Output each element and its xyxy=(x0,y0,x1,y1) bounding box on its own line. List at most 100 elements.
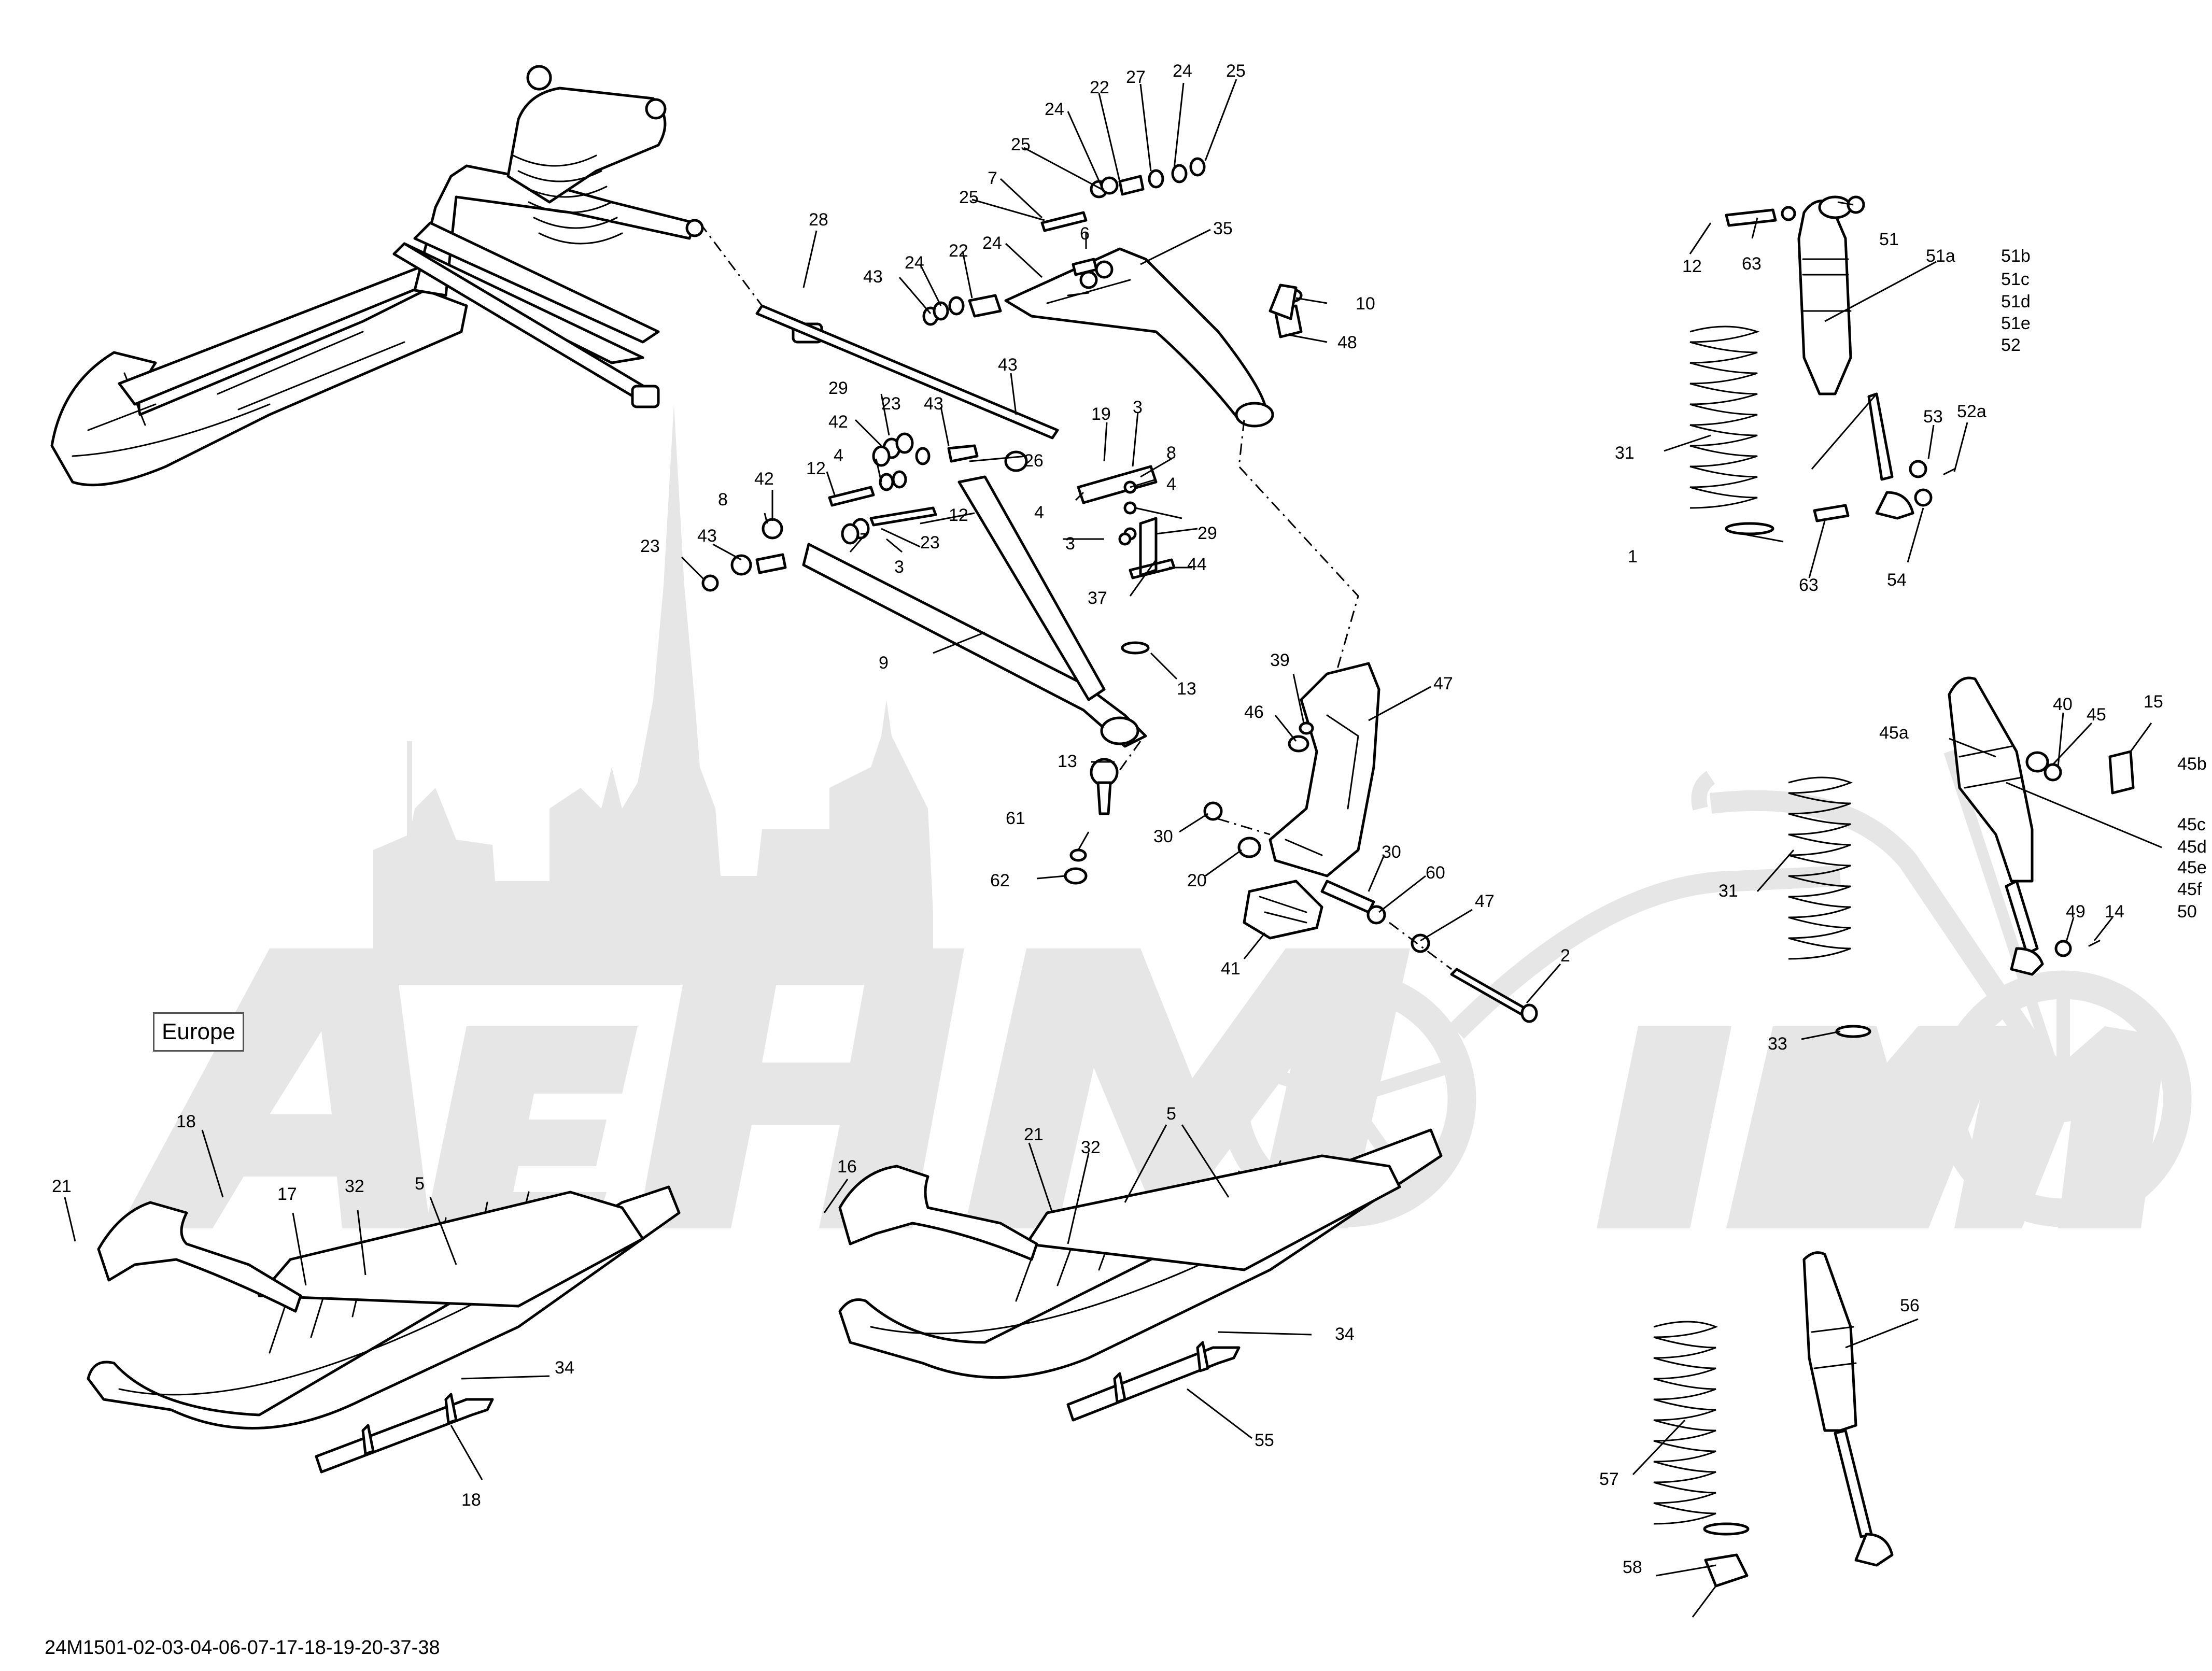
callout-6: 6 xyxy=(1080,224,1090,244)
callout-8: 12 xyxy=(806,459,826,478)
callout-61: 30 xyxy=(1153,827,1173,846)
callout-24: 24 xyxy=(1045,100,1064,119)
callout-45e: 45f xyxy=(2177,880,2202,899)
callout-4: 3 xyxy=(1065,534,1075,554)
callout-12: 63 xyxy=(1742,254,1762,274)
callout-43: 43 xyxy=(863,267,883,287)
callout-51c: 51d xyxy=(2001,292,2031,311)
callout-48: 48 xyxy=(1337,333,1357,352)
callout-63: 51 xyxy=(1879,230,1899,249)
callout-54: 15 xyxy=(2144,692,2163,712)
lower-a-arm xyxy=(802,543,1147,748)
callout-34: 55 xyxy=(1255,1431,1274,1450)
callout-39: 47 xyxy=(1433,674,1453,693)
callout-21: 32 xyxy=(1081,1138,1101,1157)
callout-43: 23 xyxy=(640,536,660,556)
callout-41: 2 xyxy=(1560,946,1570,966)
callout-27: 27 xyxy=(1126,67,1146,87)
callout-51a: 51b xyxy=(2001,246,2031,266)
callout-56: 57 xyxy=(1599,1469,1619,1489)
callout-26: 8 xyxy=(1166,443,1176,463)
callout-52: 31 xyxy=(1615,443,1635,463)
callout-34: 18 xyxy=(461,1490,481,1510)
spring-56 xyxy=(1653,1321,1750,1536)
shock-51-group xyxy=(1725,195,1955,522)
callout-60: 47 xyxy=(1475,891,1495,911)
callout-32: 5 xyxy=(1166,1104,1176,1124)
callout-4: 4 xyxy=(1166,474,1176,494)
callout-63: 54 xyxy=(1887,570,1907,590)
callout-18: 21 xyxy=(52,1177,72,1196)
callout-46: 13 xyxy=(1058,752,1077,771)
callout-3: 29 xyxy=(1197,523,1217,543)
hardware-group xyxy=(701,157,1430,953)
callout-18: 16 xyxy=(837,1157,857,1177)
callout-25: 25 xyxy=(1226,61,1246,81)
callout-16: 21 xyxy=(1024,1125,1044,1144)
shock-45-group xyxy=(1948,676,2135,976)
spring-52 xyxy=(1689,325,1774,535)
callout-35: 35 xyxy=(1213,219,1233,238)
callout-37: 9 xyxy=(879,653,889,673)
callout-10: 10 xyxy=(1356,294,1375,314)
spring-50 xyxy=(1788,776,1871,1038)
callout-32: 5 xyxy=(415,1174,425,1194)
callout-5: 34 xyxy=(1335,1324,1355,1344)
callout-45: 45a xyxy=(1879,723,1909,743)
callout-52a: 1 xyxy=(1628,547,1638,567)
callout-24: 24 xyxy=(905,253,924,273)
callout-40: 45 xyxy=(2087,705,2106,725)
callout-25: 25 xyxy=(959,188,979,207)
callout-24: 24 xyxy=(982,233,1002,253)
callout-29: 29 xyxy=(828,378,848,398)
callout-53: 52a xyxy=(1957,402,1986,421)
diagram-code: 24M1501-02-03-04-06-07-17-18-19-20-37-38 xyxy=(45,1637,440,1659)
tie-rod xyxy=(755,304,1059,440)
callout-51b: 51c xyxy=(2001,270,2030,289)
callout-30: 20 xyxy=(1187,871,1207,890)
callout-1: 63 xyxy=(1799,575,1819,595)
callout-22: 22 xyxy=(1090,78,1109,97)
callout-labels: 28 24 22 27 24 25 25 7 25 6 35 43 24 22 … xyxy=(52,61,2207,1577)
callout-31: 49 xyxy=(2066,902,2086,922)
callout-30: 60 xyxy=(1426,863,1445,883)
spindle xyxy=(1269,662,1380,877)
callout-5: 34 xyxy=(555,1358,574,1378)
callout-12: 4 xyxy=(834,446,843,465)
region-label-europe: Europe xyxy=(153,1012,244,1052)
ski-europe xyxy=(87,1185,681,1474)
callout-45f: 50 xyxy=(2177,902,2197,922)
callout-23: 3 xyxy=(894,557,904,577)
callout-51e: 52 xyxy=(2001,335,2021,355)
callout-47: 62 xyxy=(990,871,1010,890)
callout-51d: 51e xyxy=(2001,314,2031,333)
callout-44: 37 xyxy=(1088,588,1107,608)
shock-55-group xyxy=(1704,1251,1894,1588)
callout-55: 56 xyxy=(1900,1296,1920,1315)
callout-22: 22 xyxy=(949,241,968,261)
callout-17: 32 xyxy=(345,1177,364,1196)
callout-3: 44 xyxy=(1187,555,1207,574)
callout-24: 24 xyxy=(1173,61,1192,81)
callout-4: 4 xyxy=(1034,503,1044,522)
callout-31: 53 xyxy=(1923,407,1943,427)
callout-43: 43 xyxy=(998,355,1018,375)
callout-12: 23 xyxy=(920,533,940,553)
callout-45b: 45c xyxy=(2177,815,2206,834)
callout-28: 28 xyxy=(809,210,828,230)
callout-2: 12 xyxy=(1682,257,1702,276)
callout-49: 14 xyxy=(2105,902,2124,922)
callout-51: 51a xyxy=(1926,246,1955,266)
callout-7: 7 xyxy=(988,168,997,188)
callout-43: 43 xyxy=(924,394,943,414)
callout-8: 12 xyxy=(949,505,968,525)
callout-23: 42 xyxy=(828,412,848,432)
callout-19: 19 xyxy=(1091,404,1111,424)
callout-42: 8 xyxy=(718,490,728,509)
callout-13: 61 xyxy=(1006,809,1025,828)
assembled-front-suspension xyxy=(50,65,823,487)
callout-57: 58 xyxy=(1623,1557,1642,1577)
callout-15: 40 xyxy=(2053,695,2073,714)
upper-a-arm xyxy=(1004,247,1268,421)
